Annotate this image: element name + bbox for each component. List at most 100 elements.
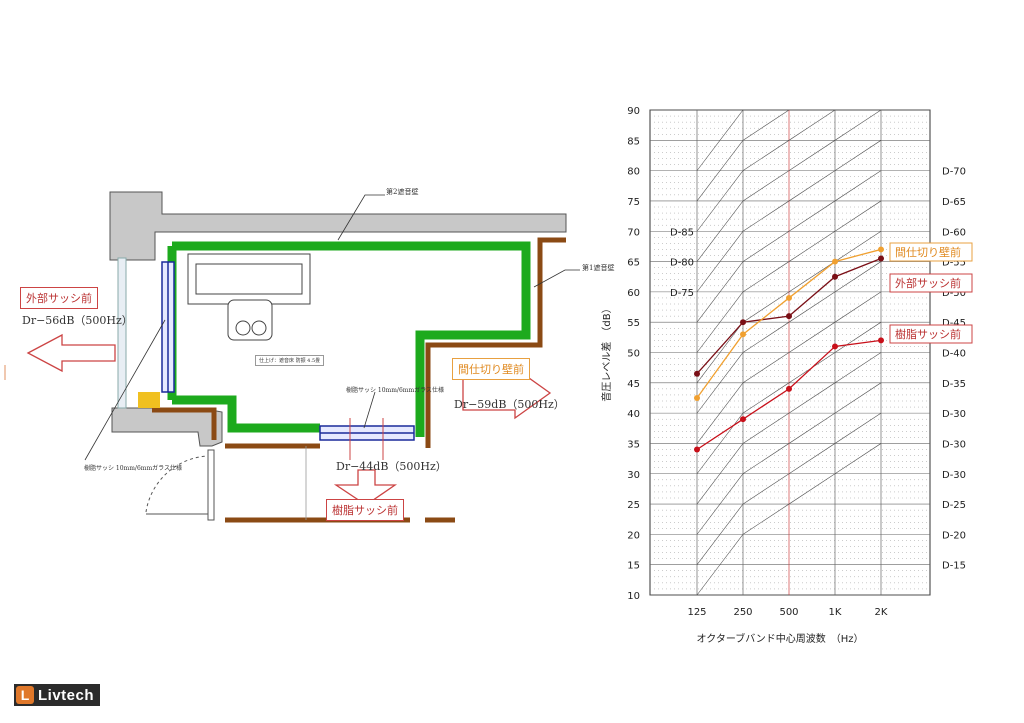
- arrow-resin-sash: [333, 469, 398, 506]
- y-tick-label: 30: [627, 470, 640, 481]
- wall1-label: 第1遮音壁: [582, 264, 615, 272]
- logo-text: Livtech: [38, 686, 95, 704]
- y-tick-label: 45: [627, 379, 640, 390]
- resin-sash-bottom: [319, 425, 415, 441]
- x-tick-label: 500: [779, 607, 798, 618]
- series-point: [786, 385, 792, 392]
- d-curve-line: [696, 443, 882, 596]
- concrete-structure: [109, 191, 567, 447]
- series-legend-box: [889, 324, 973, 344]
- series-legend-label: 間仕切り壁前: [895, 245, 961, 259]
- d-curve-line: [696, 109, 882, 262]
- d-curve-label: D-45: [942, 318, 966, 329]
- series-point: [878, 255, 884, 262]
- y-tick-label: 65: [627, 258, 640, 269]
- resin-spec-bottom: 樹脂サッシ 10mm/6mmガラス仕様: [346, 387, 445, 394]
- x-tick-label: 1K: [829, 607, 842, 618]
- d-curve-line: [696, 109, 836, 232]
- series-point: [786, 313, 792, 320]
- outer-sash-title: 外部サッシ前: [20, 287, 98, 309]
- wall2-label: 第2遮音壁: [386, 188, 419, 196]
- resin-sash-value: Dr−44dB（500Hz）: [336, 460, 447, 473]
- series-point: [878, 337, 884, 344]
- d-curve-line: [696, 382, 882, 535]
- d-curve-label-left: D-85: [670, 227, 694, 238]
- floor-plan: 第2遮音壁 第1遮音壁 仕上げ：遮音床 防振 4.5畳 樹脂サッシ 10mm/6…: [0, 0, 614, 560]
- d-curve-line: [696, 200, 882, 353]
- y-tick-label: 25: [627, 500, 640, 511]
- series-legend-label: 外部サッシ前: [895, 276, 961, 290]
- d-curve-line: [696, 352, 882, 505]
- d-curve-line: [696, 170, 882, 323]
- d-curve-line: [696, 261, 882, 414]
- d-curve-label-left: D-75: [670, 288, 694, 299]
- y-tick-label: 55: [627, 318, 640, 329]
- series-point: [832, 273, 838, 280]
- d-curve-line: [696, 412, 882, 565]
- series-point: [740, 331, 746, 338]
- d-curve-label: D-60: [942, 227, 966, 238]
- d-curve-label-left: D-80: [670, 258, 694, 269]
- livtech-logo: L Livtech: [14, 684, 101, 706]
- d-curve-label: D-25: [942, 500, 966, 511]
- y-tick-label: 85: [627, 136, 640, 147]
- arrow-outer-sash: [26, 333, 116, 373]
- resin-spec-left: 樹脂サッシ 10mm/6mmガラス仕様: [84, 465, 183, 472]
- d-curve-line: [696, 230, 882, 383]
- series-legend-box: [889, 273, 973, 293]
- red-brackets: [349, 418, 384, 460]
- d-curve-label: D-50: [942, 288, 966, 299]
- x-tick-label: 2K: [875, 607, 888, 618]
- y-tick-label: 70: [627, 227, 640, 238]
- d-curve-line: [696, 109, 744, 171]
- table-chairs: [227, 299, 273, 341]
- y-tick-label: 50: [627, 349, 640, 360]
- d-curve-label: D-40: [942, 349, 966, 360]
- logo-mark-icon: L: [16, 686, 34, 704]
- partition-value: Dr−59dB（500Hz）: [454, 398, 565, 411]
- d-curve-label: D-15: [942, 561, 966, 572]
- d-curve-line: [696, 140, 882, 293]
- d-curve-label: D-30: [942, 470, 966, 481]
- sofa: [187, 253, 311, 305]
- series-point: [694, 446, 700, 453]
- resin-sash-left: [161, 261, 175, 393]
- series-point: [694, 394, 700, 401]
- y-tick-label: 90: [627, 106, 640, 117]
- x-tick-label: 250: [733, 607, 752, 618]
- series-point: [878, 246, 884, 253]
- series-point: [786, 294, 792, 301]
- y-tick-label: 15: [627, 561, 640, 572]
- series-point: [832, 258, 838, 265]
- y-tick-label: 80: [627, 167, 640, 178]
- partition-title: 間仕切り壁前: [452, 358, 530, 380]
- x-axis-title: オクターブバンド中心周波数 （Hz）: [696, 632, 863, 645]
- room-note: 仕上げ：遮音床 防振 4.5畳: [255, 355, 325, 366]
- outer-sash-value: Dr−56dB（500Hz）: [22, 314, 133, 327]
- d-curve-label: D-20: [942, 530, 966, 541]
- d-curve-label: D-30: [942, 439, 966, 450]
- series-point: [694, 370, 700, 377]
- series-point: [832, 343, 838, 350]
- yellow-block: [138, 392, 160, 408]
- d-curve-label: D-65: [942, 197, 966, 208]
- y-tick-label: 35: [627, 439, 640, 450]
- y-tick-label: 20: [627, 530, 640, 541]
- d-curve-label: D-55: [942, 258, 966, 269]
- series-point: [740, 416, 746, 423]
- d-curve-line: [696, 321, 882, 474]
- floor-plan-drawing: [4, 191, 580, 523]
- d-curve-line: [696, 109, 790, 202]
- d-curve-label: D-35: [942, 379, 966, 390]
- series-legend-label: 樹脂サッシ前: [895, 327, 961, 341]
- d-curve-label: D-30: [942, 409, 966, 420]
- series-point: [740, 319, 746, 326]
- door: [145, 449, 215, 521]
- d-curve-line: [696, 291, 882, 444]
- y-tick-label: 75: [627, 197, 640, 208]
- x-tick-label: 125: [687, 607, 706, 618]
- d-curve-label: D-70: [942, 167, 966, 178]
- leader-lines: [84, 194, 580, 461]
